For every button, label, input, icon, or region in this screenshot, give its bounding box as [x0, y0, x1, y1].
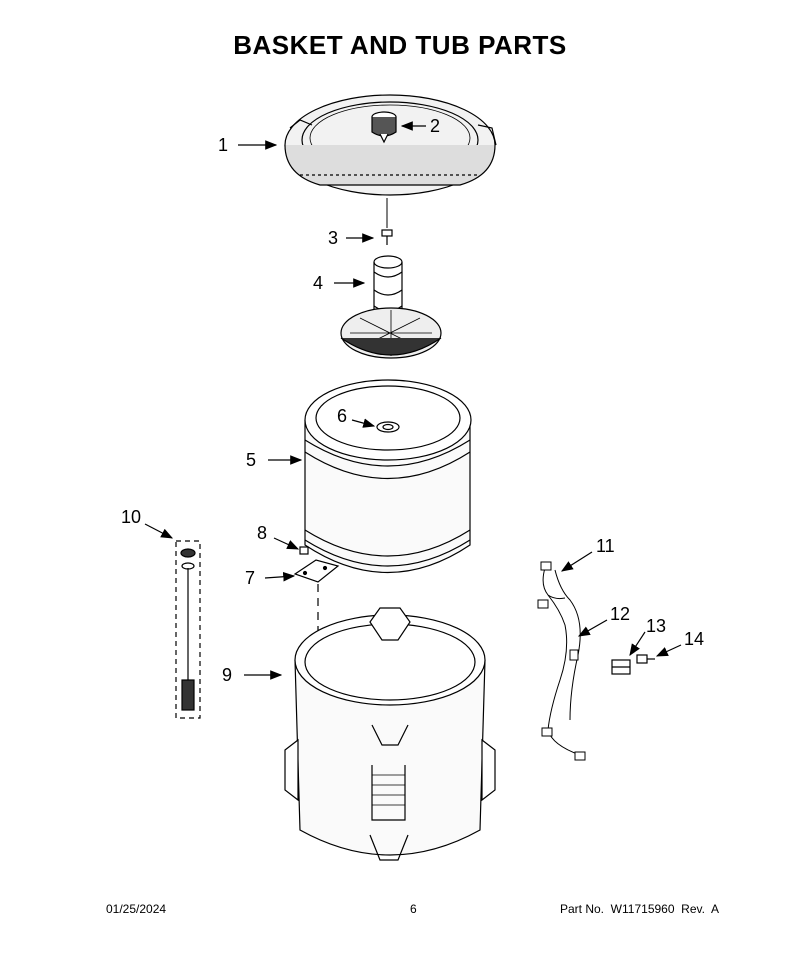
arrow-7 [264, 571, 296, 582]
part-3-screw [381, 198, 393, 245]
callout-14: 14 [684, 629, 705, 649]
part-7-plate [293, 559, 340, 645]
arrow-8 [273, 537, 300, 550]
part-2-cap [371, 111, 397, 144]
callout-4: 4 [313, 273, 324, 293]
callout-6: 6 [337, 406, 348, 426]
part-6-hub [376, 421, 400, 433]
callout-arrows [144, 121, 682, 680]
part-5-basket [304, 379, 472, 574]
part-13-connector [611, 659, 631, 675]
footer-part-number: Part No. W11715960 Rev. A [560, 902, 719, 916]
part-14-screw [636, 654, 655, 664]
footer-page-number: 6 [410, 902, 417, 916]
callout-3: 3 [328, 228, 339, 248]
callout-12: 12 [610, 604, 631, 624]
callout-9: 9 [222, 665, 233, 685]
callout-7: 7 [245, 568, 256, 588]
part-8-bolt [299, 546, 309, 555]
callout-8: 8 [257, 523, 268, 543]
callout-11: 11 [596, 536, 615, 556]
part-9-tub [284, 607, 496, 861]
arrow-13 [629, 631, 646, 657]
arrow-10 [144, 523, 174, 539]
callout-13: 13 [646, 616, 667, 636]
callout-10: 10 [121, 507, 142, 527]
part-10-suspension-rod [175, 540, 201, 719]
part-1-basket-cover [284, 94, 497, 196]
arrow-11 [560, 551, 593, 572]
callout-1: 1 [218, 135, 229, 155]
arrow-14 [655, 644, 682, 657]
part-11-12-wire-harness [537, 561, 586, 761]
callout-2: 2 [430, 116, 441, 136]
part-4-impeller [340, 255, 442, 359]
page-title: BASKET AND TUB PARTS [233, 30, 567, 60]
arrow-6 [351, 418, 376, 428]
footer-date: 01/25/2024 [106, 902, 167, 916]
callout-5: 5 [246, 450, 257, 470]
arrow-12 [577, 619, 608, 637]
